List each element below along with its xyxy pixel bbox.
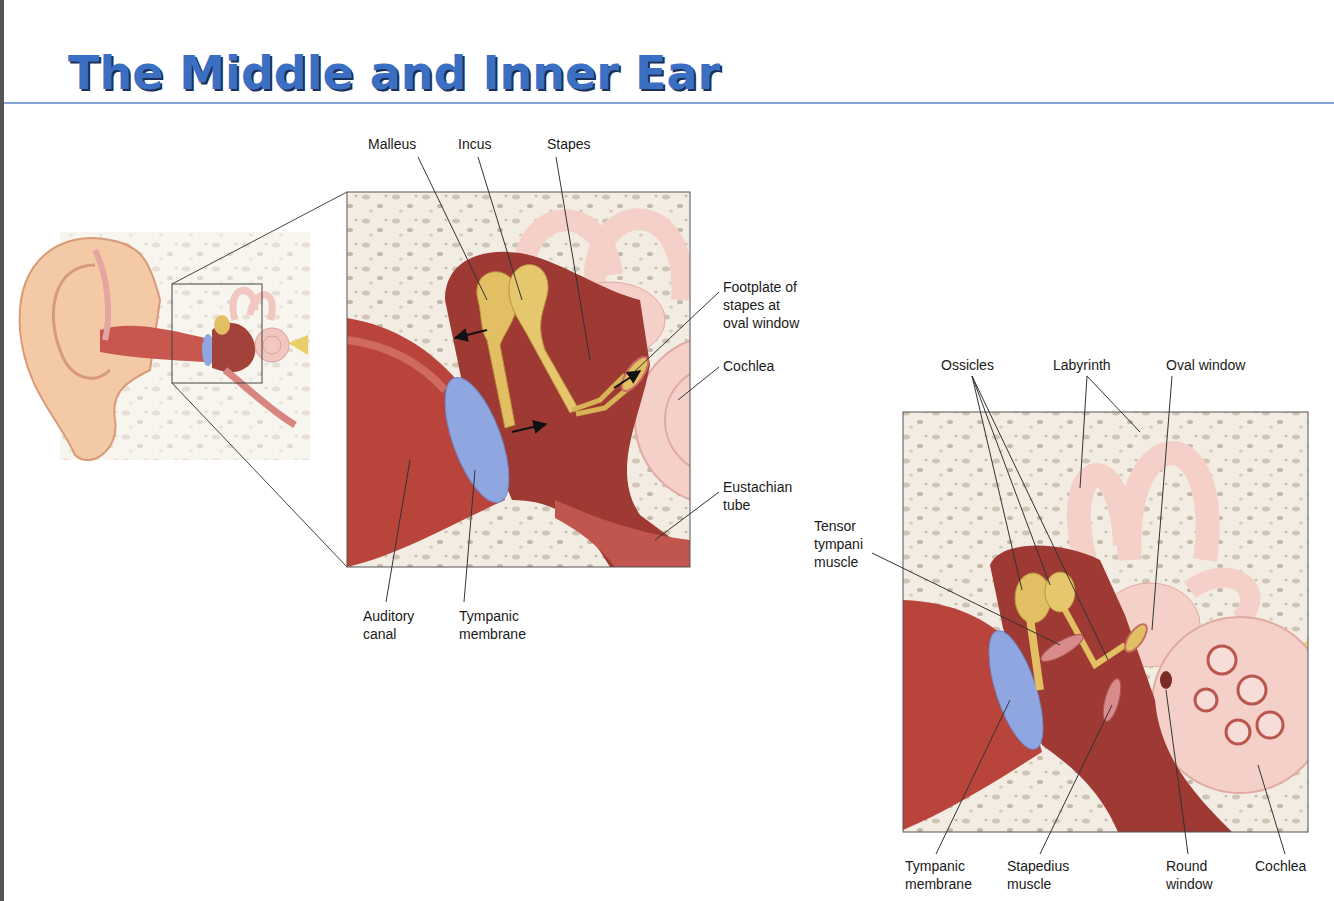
inner-ear-view [903, 412, 1308, 832]
leader-line [1040, 705, 1112, 854]
leader-line [478, 157, 522, 300]
tympanic-membrane [978, 625, 1054, 755]
leader-line [556, 157, 590, 360]
part-label: Oval window [1166, 356, 1245, 374]
eustachian-tube [225, 370, 295, 425]
cochlea [255, 328, 289, 362]
leader-lines [386, 157, 1285, 854]
slide-title: The Middle and Inner Ear [68, 44, 720, 102]
semicircular-canals [233, 290, 272, 320]
canal-loop [1190, 578, 1250, 620]
part-label: Labyrinth [1053, 356, 1111, 374]
part-label: Incus [458, 135, 491, 153]
zoom-box [172, 284, 262, 383]
part-label: Round window [1166, 857, 1226, 893]
stapes-footplate [1121, 621, 1151, 655]
cochlear-duct [1257, 712, 1283, 738]
leader-line [678, 367, 719, 400]
middle-ear-view [347, 192, 690, 567]
eustachian-tube [555, 500, 690, 567]
part-label: Tympanic membrane [459, 607, 535, 643]
pinna-fold [53, 265, 110, 378]
cartilage [95, 250, 108, 340]
part-label: Eustachian tube [723, 478, 803, 514]
leader-line [418, 157, 487, 300]
leader-line [972, 376, 1022, 590]
leader-line [1166, 690, 1188, 854]
leader-line [386, 460, 410, 602]
nerve [288, 335, 308, 355]
ossicles [214, 315, 230, 335]
cochlear-duct [1238, 676, 1266, 704]
leader-line [872, 553, 1060, 645]
cochlea-turn [665, 365, 690, 475]
zoom-line [172, 383, 347, 567]
leader-line [634, 292, 719, 372]
cochlear-duct [1195, 689, 1217, 711]
leader-line [972, 376, 1050, 585]
part-label: Auditory canal [363, 607, 425, 643]
motion-arrow [455, 330, 487, 338]
leader-line [1258, 765, 1285, 854]
view-frame [347, 192, 690, 567]
part-label: Stapes [547, 135, 591, 153]
leader-line [1152, 376, 1172, 630]
title-rule [4, 102, 1334, 104]
round-window [1160, 671, 1172, 689]
bone [347, 192, 690, 567]
cochlear-duct [1208, 646, 1236, 674]
leader-line [1087, 376, 1140, 432]
cochlear-duct [1226, 720, 1250, 744]
ear-canal [100, 326, 205, 362]
stapedius [1100, 677, 1125, 723]
part-label: Tensor tympani muscle [814, 517, 876, 571]
leader-line [655, 492, 719, 540]
motion-arrow [512, 424, 546, 432]
part-label: Malleus [368, 135, 416, 153]
part-label: Tympanic membrane [905, 857, 981, 893]
zoom-line [172, 192, 347, 284]
part-label: Cochlea [1255, 857, 1306, 875]
part-label: Footplate of stapes at oval window [723, 278, 809, 332]
tensor-tympani [1038, 630, 1087, 666]
incus [1045, 572, 1075, 612]
canal-loop [1129, 453, 1207, 560]
canal-highlight [347, 340, 445, 390]
part-label: Stapedius muscle [1007, 857, 1082, 893]
leader-line [936, 700, 1010, 854]
leader-line [464, 470, 475, 602]
malleus-handle [1030, 618, 1040, 690]
part-label: Ossicles [941, 356, 994, 374]
slide-edge [0, 0, 4, 901]
view-frame [903, 412, 1308, 832]
leader-line [972, 376, 1108, 660]
incus [509, 265, 578, 413]
motion-arrow [614, 371, 640, 388]
cochlea-turn [263, 336, 281, 354]
whole-ear [20, 232, 310, 460]
leader-line [1080, 376, 1087, 488]
part-label: Cochlea [723, 357, 774, 375]
